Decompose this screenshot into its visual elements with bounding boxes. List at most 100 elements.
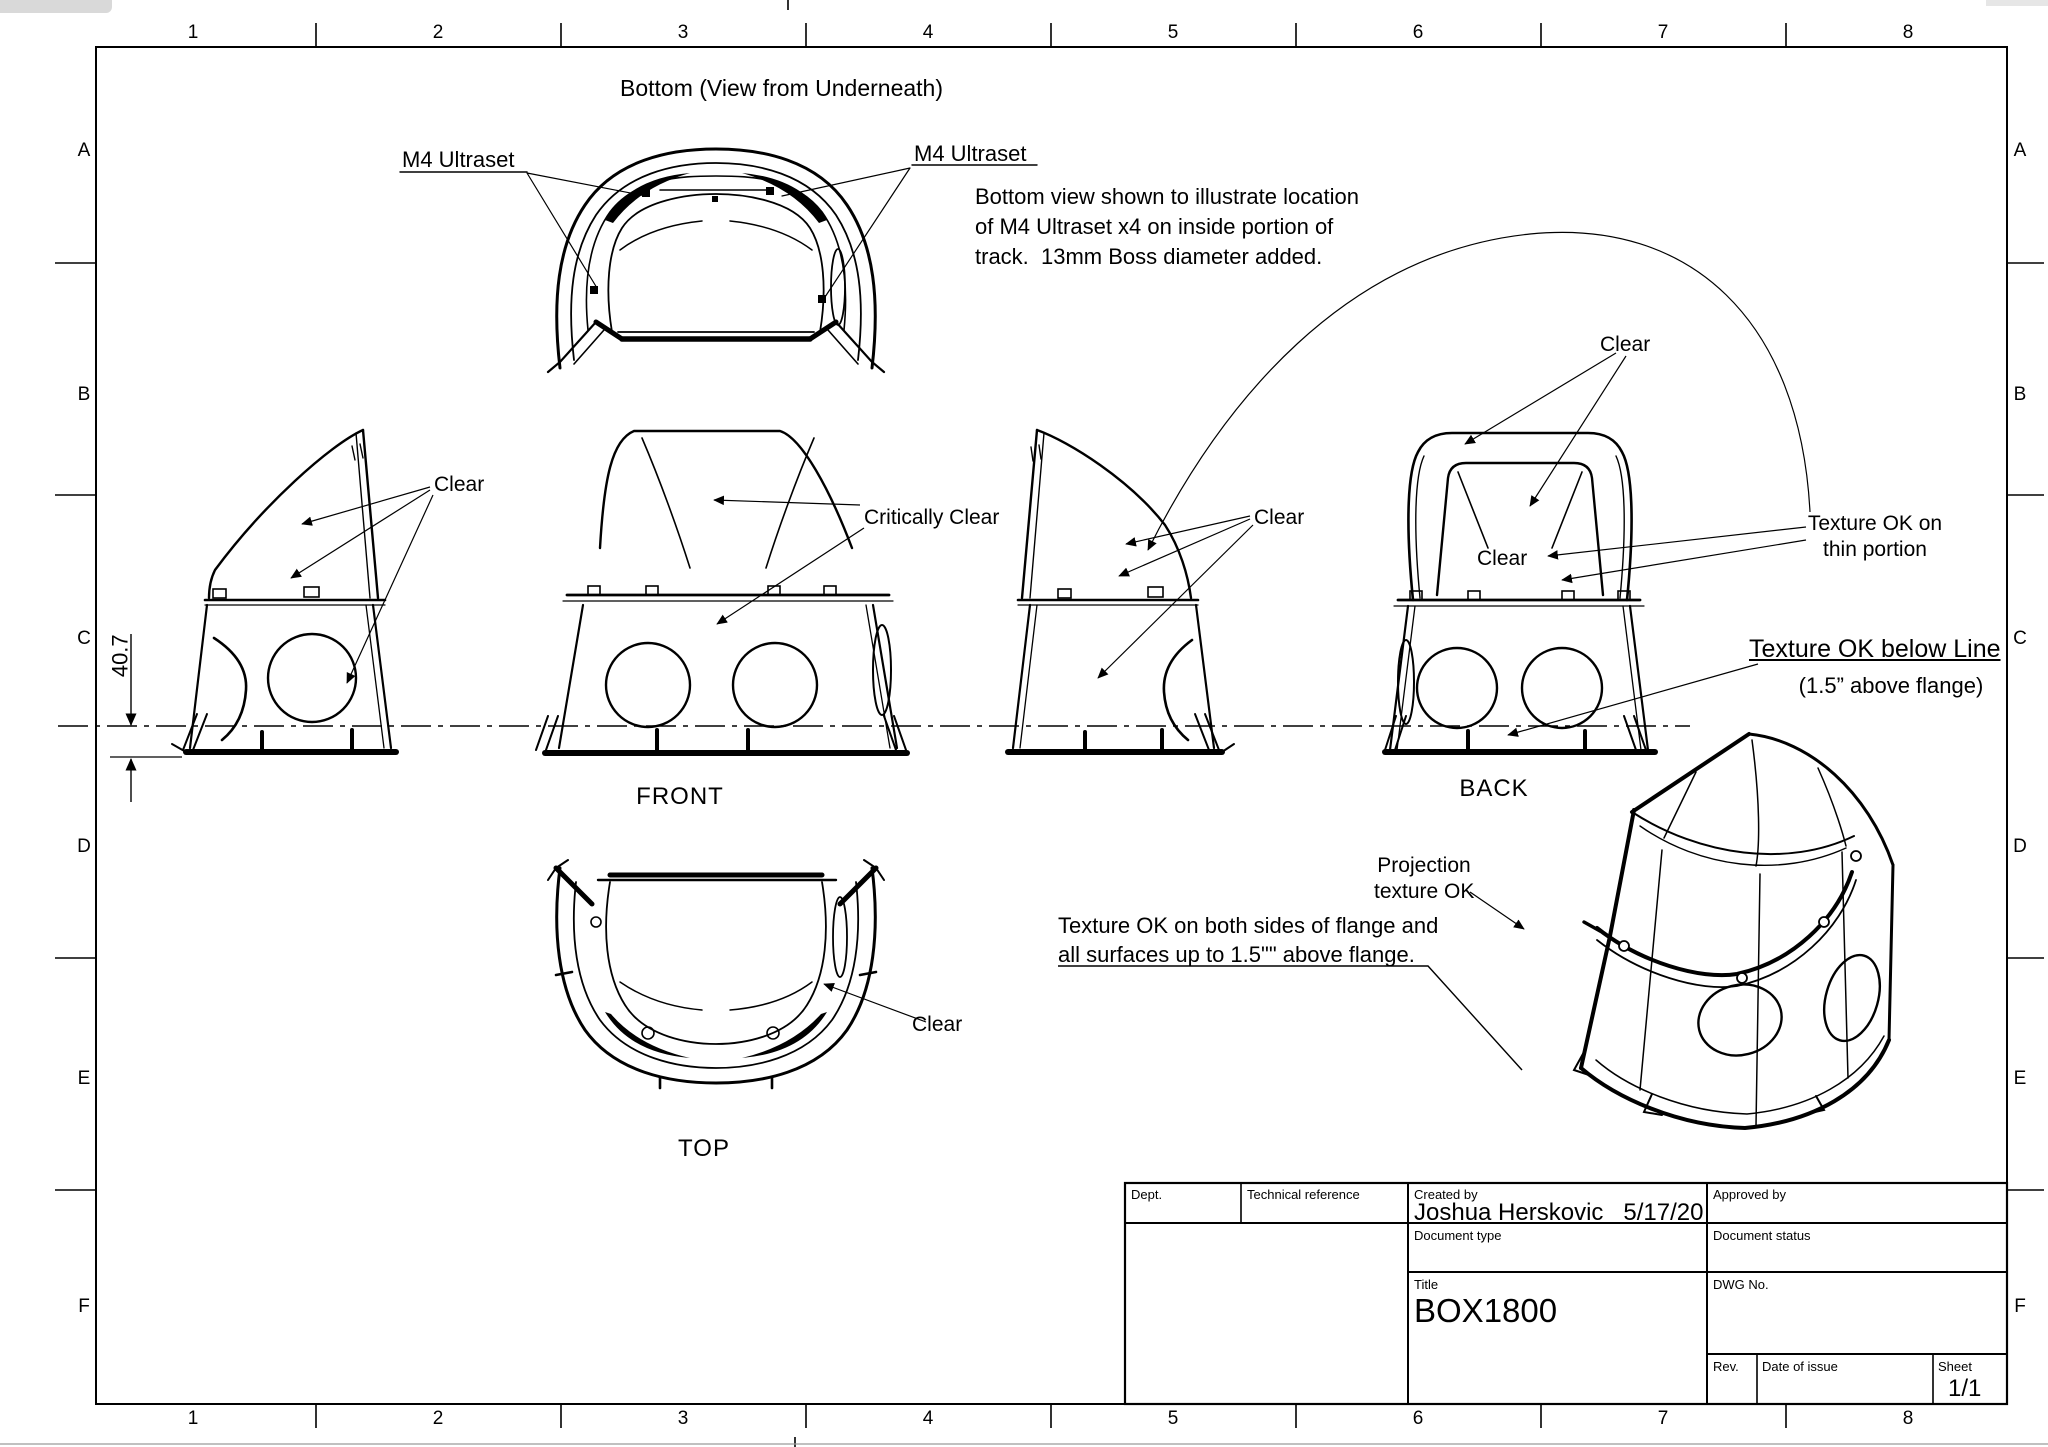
texture-thin-line2: thin portion [1823, 538, 1927, 561]
iso-bottom-rim-inner [1595, 1035, 1885, 1115]
grid-col-top-2: 2 [432, 22, 444, 43]
right-body-back [1194, 603, 1216, 750]
right-side-view [1005, 428, 1235, 755]
grid-col-top-1: 1 [187, 22, 199, 43]
grid-row-right-d: D [2013, 836, 2027, 857]
front-hood-crease-left [641, 437, 691, 569]
grid-row-right-f: F [2014, 1296, 2026, 1317]
grid-col-top-8: 8 [1902, 22, 1914, 43]
right-ticks [2007, 262, 2044, 1191]
tb-sheet-value: 1/1 [1948, 1375, 1982, 1402]
left-edge-bulge [212, 636, 248, 742]
bottom-note-line3: track. 13mm Boss diameter added. [975, 244, 1323, 269]
front-body-left [557, 603, 585, 750]
back-feet [1384, 715, 1647, 751]
top-view [547, 859, 885, 1090]
clear-label-right-view: Clear [1254, 506, 1305, 529]
texture-below-sub: (1.5” above flange) [1798, 673, 1984, 698]
grid-row-right-a: A [2013, 140, 2027, 161]
iso-flange-band-outer [1595, 870, 1854, 978]
grid-row-left-a: A [77, 140, 91, 161]
leader-texture-thin-1 [1547, 526, 1807, 560]
grid-col-bottom-5: 5 [1167, 1408, 1179, 1429]
left-foot-hook [171, 743, 187, 753]
tb-technical-reference-label: Technical reference [1247, 1187, 1360, 1202]
back-window-creases [1457, 471, 1583, 549]
tb-sheet-label: Sheet [1938, 1359, 1972, 1374]
top-bolt-right [766, 1026, 780, 1040]
left-flange-tabs [260, 728, 354, 754]
grid-row-left-f: F [78, 1296, 90, 1317]
iso-bolt-2 [1736, 972, 1748, 984]
iso-flange-band-inner [1596, 879, 1857, 988]
back-body-left-inner [1396, 605, 1416, 751]
leader-critically-clear-1 [713, 495, 861, 506]
back-lid-outline [1407, 431, 1633, 602]
top-tick-details [554, 970, 878, 1090]
iso-dome-base2 [1639, 825, 1847, 866]
grid-col-top-4: 4 [922, 22, 934, 43]
back-lid-inner-right [1615, 455, 1625, 599]
m4-inserts [590, 187, 826, 303]
grid-row-right-b: B [2013, 384, 2027, 405]
title-block-outline [1123, 1181, 2009, 1406]
leader-clear-left-1 [301, 486, 431, 526]
bottom-side-sliver [830, 248, 846, 326]
m4-ultraset-label-left: M4 Ultraset [402, 147, 515, 172]
back-hole-left [1415, 646, 1499, 730]
iso-dome-base [1631, 811, 1855, 856]
tb-approved-by-label: Approved by [1713, 1187, 1786, 1202]
top-ticks [315, 23, 1787, 47]
right-body-front-inner [1019, 604, 1038, 749]
grid-row-left-d: D [77, 836, 91, 857]
grid-col-bottom-8: 8 [1902, 1408, 1914, 1429]
grid-row-right-e: E [2013, 1068, 2027, 1089]
front-flange-tabs [655, 728, 750, 755]
tb-title-value: BOX1800 [1414, 1292, 1558, 1329]
leader-texture-thin-arc [1147, 231, 1811, 551]
tb-document-type-label: Document type [1414, 1228, 1502, 1243]
m4-ultraset-label-right: M4 Ultraset [914, 141, 1027, 166]
right-lid-curve [1035, 428, 1193, 600]
bottom-view [399, 147, 1038, 374]
iso-dome-creases [1663, 739, 1847, 867]
front-hood-outline [598, 429, 854, 550]
grid-row-right-c: C [2013, 628, 2027, 649]
back-hole-right [1520, 646, 1604, 730]
front-hole-left [604, 641, 692, 729]
bottom-note-line1: Bottom view shown to illustrate location [975, 184, 1359, 209]
left-lid-back-outer [361, 428, 380, 600]
back-body-right-outer [1628, 604, 1650, 752]
left-body-back-outer [371, 603, 393, 750]
bottom-crescent-left [605, 173, 690, 223]
bottom-inner-opening [607, 193, 825, 333]
critically-clear-label: Critically Clear [864, 506, 1000, 529]
clear-label-back-inner: Clear [1477, 547, 1528, 570]
top-corner-left [553, 865, 595, 907]
texture-thin-line1: Texture OK on [1807, 512, 1943, 535]
right-latch-1 [1057, 588, 1072, 599]
tb-dwg-no-label: DWG No. [1713, 1277, 1769, 1292]
iso-feet [1572, 1051, 1826, 1116]
dimension-40-7 [110, 634, 182, 802]
title-block-borders [1123, 1181, 2009, 1406]
top-corner-right [837, 865, 879, 907]
iso-bolt-1 [1618, 940, 1630, 952]
clear-label-left-view: Clear [434, 473, 485, 496]
bottom-crescent-right [742, 173, 827, 223]
m4-leader-right [781, 167, 911, 298]
front-view [535, 429, 910, 756]
back-view-label: BACK [1459, 775, 1529, 802]
screen-artifact-top-right [1986, 0, 2048, 6]
left-lid-back-inner [355, 432, 371, 599]
front-edge-sliver [872, 624, 892, 716]
back-flange-tabs [1466, 729, 1587, 754]
grid-col-bottom-2: 2 [432, 1408, 444, 1429]
iso-ridge [1630, 732, 1751, 814]
back-window [1435, 461, 1605, 597]
clear-label-back-top: Clear [1600, 333, 1651, 356]
front-flange-clips [587, 585, 837, 596]
leader-clear-back-2 [1529, 355, 1627, 507]
right-edge-bulge [1162, 638, 1194, 742]
front-body-right-outer [871, 603, 899, 750]
